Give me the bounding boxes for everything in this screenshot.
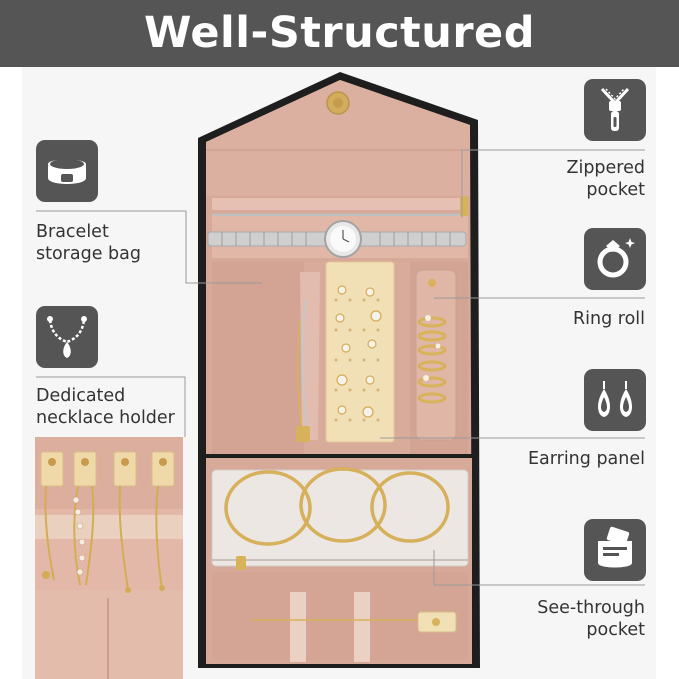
zipper-icon [600,87,630,131]
seethrough-label: See-through pocket [537,598,645,640]
necklace-inset-photo [35,437,183,679]
ring-icon-tile [584,228,646,290]
title-banner: Well-Structured [0,0,679,67]
zippered-label: Zippered pocket [566,158,645,200]
earring-icon-tile [584,369,646,431]
card-pocket-icon [598,526,632,568]
callout-lines [36,149,645,586]
necklace-label: Dedicated necklace holder [36,386,175,428]
earring-icon [598,381,632,417]
bracelet-icon-tile [36,140,98,202]
watch [207,220,467,258]
ring-icon [597,238,635,278]
ring-label: Ring roll [572,309,645,329]
earring-label: Earring panel [527,449,645,469]
banner-title: Well-Structured [143,8,536,58]
card-pocket-icon-tile [584,519,646,581]
bracelet-icon [48,159,86,184]
necklace-icon-tile [36,306,98,368]
zipper-icon-tile [584,79,646,141]
organizer-case [198,72,480,668]
bracelet-label: Bracelet storage bag [36,222,141,264]
necklace-icon [47,316,87,358]
